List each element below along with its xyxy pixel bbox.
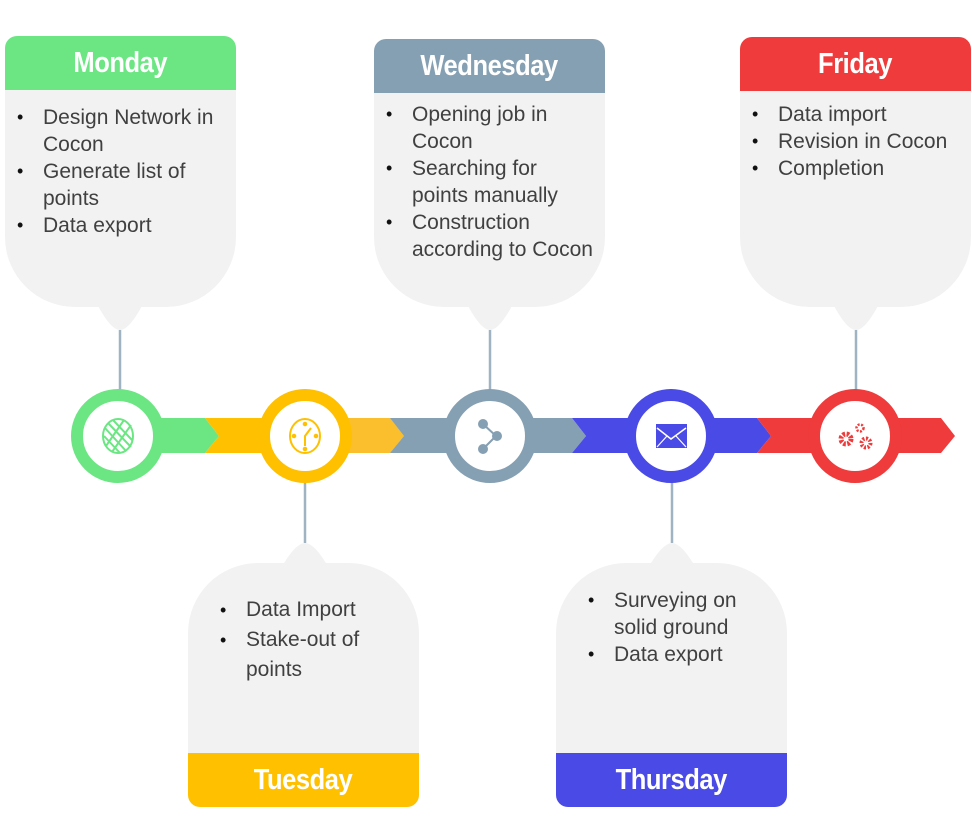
list-item: Stake-out of points	[218, 625, 411, 685]
globe-icon	[102, 418, 134, 454]
day-header: Friday	[740, 37, 971, 91]
arrow-segment-tuesday-tail	[340, 418, 404, 453]
day-header: Monday	[5, 36, 236, 90]
envelope-icon	[656, 424, 687, 448]
list-item: Searching for points manually	[384, 155, 597, 209]
day-title: Friday	[818, 47, 893, 80]
list-item: Completion	[750, 155, 963, 182]
gears-icon	[838, 423, 873, 450]
day-title: Wednesday	[420, 49, 559, 82]
card-friday: Friday Data import Revision in Cocon Com…	[740, 37, 971, 307]
milestone-tuesday	[258, 389, 352, 483]
day-title: Thursday	[615, 763, 728, 796]
card-body: Data import Revision in Cocon Completion	[740, 91, 971, 307]
day-header: Thursday	[556, 753, 787, 807]
milestone-monday	[71, 389, 165, 483]
list-item: Opening job in Cocon	[384, 101, 597, 155]
card-thursday: Surveying on solid ground Data export Th…	[556, 563, 787, 807]
clock-icon	[289, 418, 321, 454]
list-item: Data import	[750, 101, 963, 128]
card-body: Opening job in Cocon Searching for point…	[374, 93, 605, 307]
list-item: Data export	[586, 641, 779, 668]
connector-lines	[118, 330, 858, 543]
list-item: Construction according to Cocon	[384, 209, 597, 263]
day-title: Monday	[73, 46, 168, 79]
card-monday: Monday Design Network in Cocon Generate …	[5, 36, 236, 307]
card-wednesday: Wednesday Opening job in Cocon Searching…	[374, 39, 605, 307]
card-body: Design Network in Cocon Generate list of…	[5, 90, 236, 307]
day-header: Tuesday	[188, 753, 419, 807]
card-body: Surveying on solid ground Data export	[556, 563, 787, 753]
list-item: Design Network in Cocon	[15, 104, 228, 158]
day-header: Wednesday	[374, 39, 605, 93]
list-item: Surveying on solid ground	[586, 587, 779, 641]
share-icon	[478, 419, 502, 454]
list-item: Revision in Cocon	[750, 128, 963, 155]
list-item: Generate list of points	[15, 158, 228, 212]
milestone-thursday	[624, 389, 718, 483]
milestone-wednesday	[443, 389, 537, 483]
list-item: Data export	[15, 212, 228, 239]
milestone-friday	[808, 389, 902, 483]
card-body: Data Import Stake-out of points	[188, 563, 419, 753]
list-item: Data Import	[218, 595, 411, 625]
day-title: Tuesday	[254, 763, 353, 796]
card-tuesday: Data Import Stake-out of points Tuesday	[188, 563, 419, 807]
